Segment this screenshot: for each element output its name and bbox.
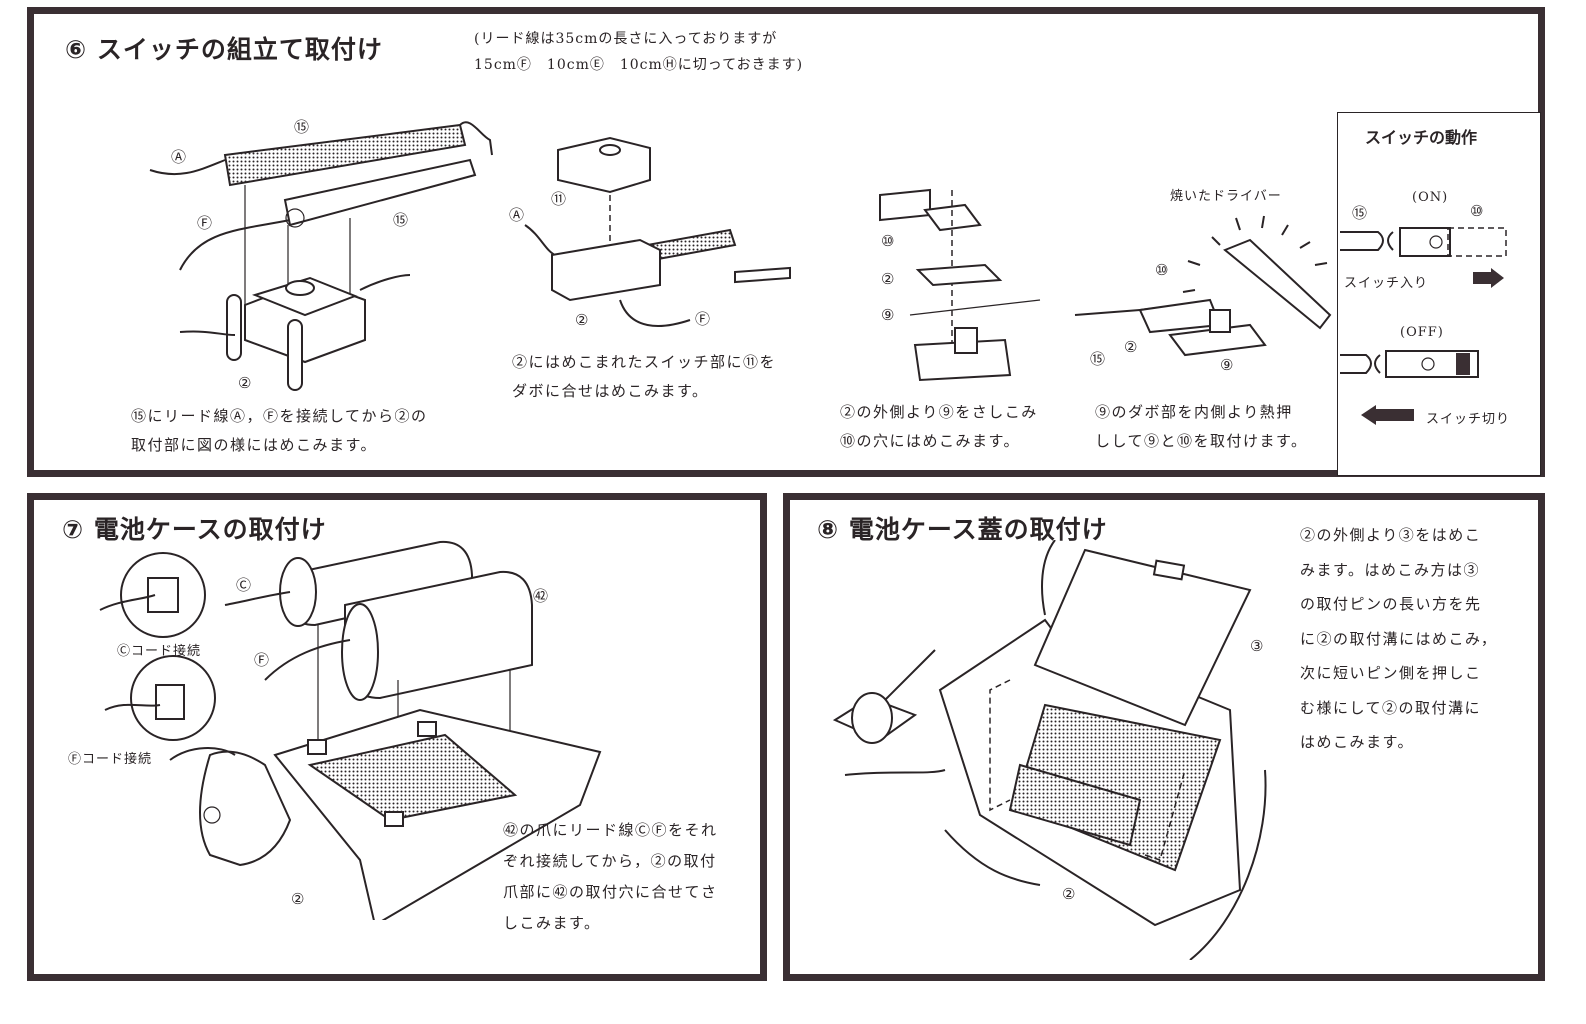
switch-on-text: スイッチ入り <box>1344 276 1429 291</box>
label-p15-mid: ⑮ <box>393 211 409 229</box>
label-p11: ⑪ <box>551 190 567 208</box>
f-connection-label: Ⓕコード接続 <box>68 752 153 767</box>
step8-caption: ②の外側より③をはめこみます。はめこみ方は③ の取付ピンの長い方を先に②の取付溝… <box>1300 526 1498 751</box>
c-connection-label: Ⓒコード接続 <box>117 644 202 659</box>
label-p2-stack: ② <box>881 270 895 288</box>
label-c: Ⓒ <box>236 576 252 594</box>
label-p10: ⑩ <box>881 232 895 250</box>
switch-on-left-part: ⑮ <box>1352 204 1368 222</box>
switch-off-label: (OFF) <box>1400 325 1444 340</box>
switch-on-right-part: ⑩ <box>1470 202 1484 220</box>
switch-action-title: スイッチの動作 <box>1365 128 1478 147</box>
label-f-left: Ⓕ <box>197 214 213 232</box>
label-p2: ② <box>291 890 305 908</box>
step6-caption4: ⑨のダボ部を内側より熱押しして⑨と⑩を取付けます。 <box>1095 403 1308 450</box>
label-p10-right: ⑩ <box>1155 261 1169 279</box>
switch-on-label: (ON) <box>1412 190 1449 205</box>
label-heated-screwdriver: 焼いたドライバー <box>1170 189 1282 204</box>
panel-step6 <box>27 7 1545 477</box>
step6-note-line1: (リード線は35cmの長さに入っておりますが <box>474 31 778 47</box>
label-p2-left: ② <box>238 374 252 392</box>
step7-caption: ㊷の爪にリード線ⒸⒻをそれぞれ接続してから，②の取付 爪部に㊷の取付穴に合せてさ… <box>503 821 718 932</box>
step7-title: ⑦ 電池ケースの取付け <box>62 515 327 544</box>
step6-title: ⑥ スイッチの組立て取付け <box>65 35 383 64</box>
label-p2-right: ② <box>1124 338 1138 356</box>
switch-assembly-illustrations <box>149 121 1332 391</box>
label-p9-right: ⑨ <box>1220 356 1234 374</box>
switch-off-text: スイッチ切り <box>1426 412 1511 427</box>
step8-title: ⑧ 電池ケース蓋の取付け <box>817 515 1108 544</box>
label-p9-stack: ⑨ <box>881 306 895 324</box>
label-p15-right: ⑮ <box>1090 350 1106 368</box>
label-p42: ㊷ <box>533 587 549 605</box>
step6-note-line2: 15cmⒻ 10cmⒺ 10cmⒽに切っておきます) <box>474 57 804 73</box>
switch-on-diagram <box>1340 227 1507 288</box>
step6-caption1: ⑮にリード線Ⓐ，Ⓕを接続してから②の取付部に図の様にはめこみます。 <box>131 407 428 454</box>
label-a-left: Ⓐ <box>171 148 187 166</box>
battery-lid-illustration <box>832 540 1267 960</box>
label-f-mid: Ⓕ <box>695 310 711 328</box>
step6-caption2: ②にはめこまれたスイッチ部に⑪をダボに合せはめこみます。 <box>512 353 777 400</box>
label-f: Ⓕ <box>254 651 270 669</box>
label-p15-top: ⑮ <box>294 118 310 136</box>
switch-off-diagram <box>1340 350 1479 425</box>
battery-case-illustration <box>99 540 602 920</box>
label-a-mid: Ⓐ <box>509 206 525 224</box>
label-p3: ③ <box>1250 637 1264 655</box>
label-p2-lid: ② <box>1062 885 1076 903</box>
label-p2-mid: ② <box>575 311 589 329</box>
